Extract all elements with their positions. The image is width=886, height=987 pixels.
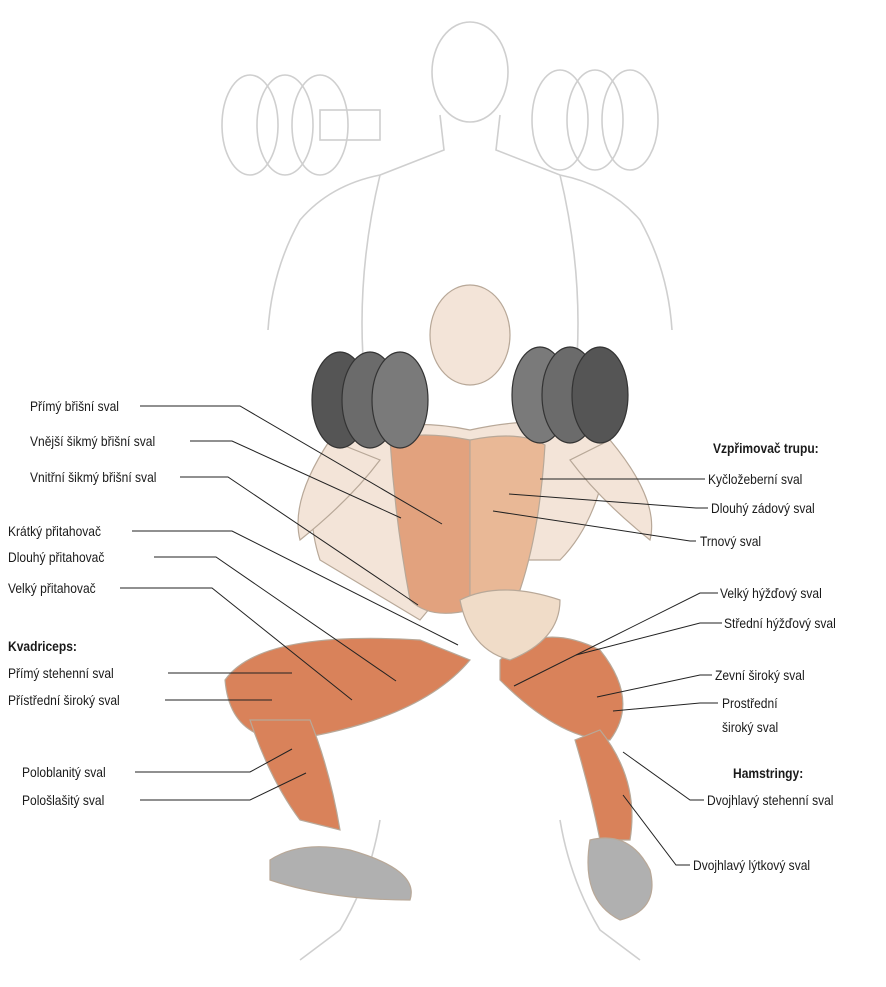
label-primy-stehenni-sval: Přímý stehenní sval (8, 665, 114, 681)
label-velky-pritahovac: Velký přitahovač (8, 580, 96, 596)
label-pristredni-siroky-sval: Přístřední široký sval (8, 692, 120, 708)
label-stredni-hyzdovy-sval: Střední hýžďový sval (724, 615, 836, 631)
header-vzprimovac-trupu: Vzpřimovač trupu: (713, 440, 819, 456)
label-velky-hyzdovy-sval: Velký hýžďový sval (720, 585, 822, 601)
label-siroky-sval: široký sval (722, 719, 778, 735)
label-dvojhlavy-lytkovy-sval: Dvojhlavý lýtkový sval (693, 857, 810, 873)
label-trnovy-sval: Trnový sval (700, 533, 761, 549)
header-kvadriceps: Kvadriceps: (8, 638, 77, 654)
label-poloblanity-sval: Poloblanitý sval (22, 764, 106, 780)
label-kyclozeberni-sval: Kyčložeberní sval (708, 471, 802, 487)
label-prostredni: Prostřední (722, 695, 778, 711)
label-kratky-pritahovac: Krátký přitahovač (8, 523, 101, 539)
label-dlouhy-zadovy-sval: Dlouhý zádový sval (711, 500, 815, 516)
label-zevni-siroky-sval: Zevní široký sval (715, 667, 805, 683)
label-primy-brisni-sval: Přímý břišní sval (30, 398, 119, 414)
label-poloslasity-sval: Pološlašitý sval (22, 792, 104, 808)
label-vnitrni-sikmy-brisni-sval: Vnitřní šikmý břišní sval (30, 469, 156, 485)
label-dlouhy-pritahovac: Dlouhý přitahovač (8, 549, 104, 565)
label-vnejsi-sikmy-brisni-sval: Vnější šikmý břišní sval (30, 433, 155, 449)
label-dvojhlavy-stehenni-sval: Dvojhlavý stehenní sval (707, 792, 833, 808)
header-hamstringy: Hamstringy: (733, 765, 803, 781)
